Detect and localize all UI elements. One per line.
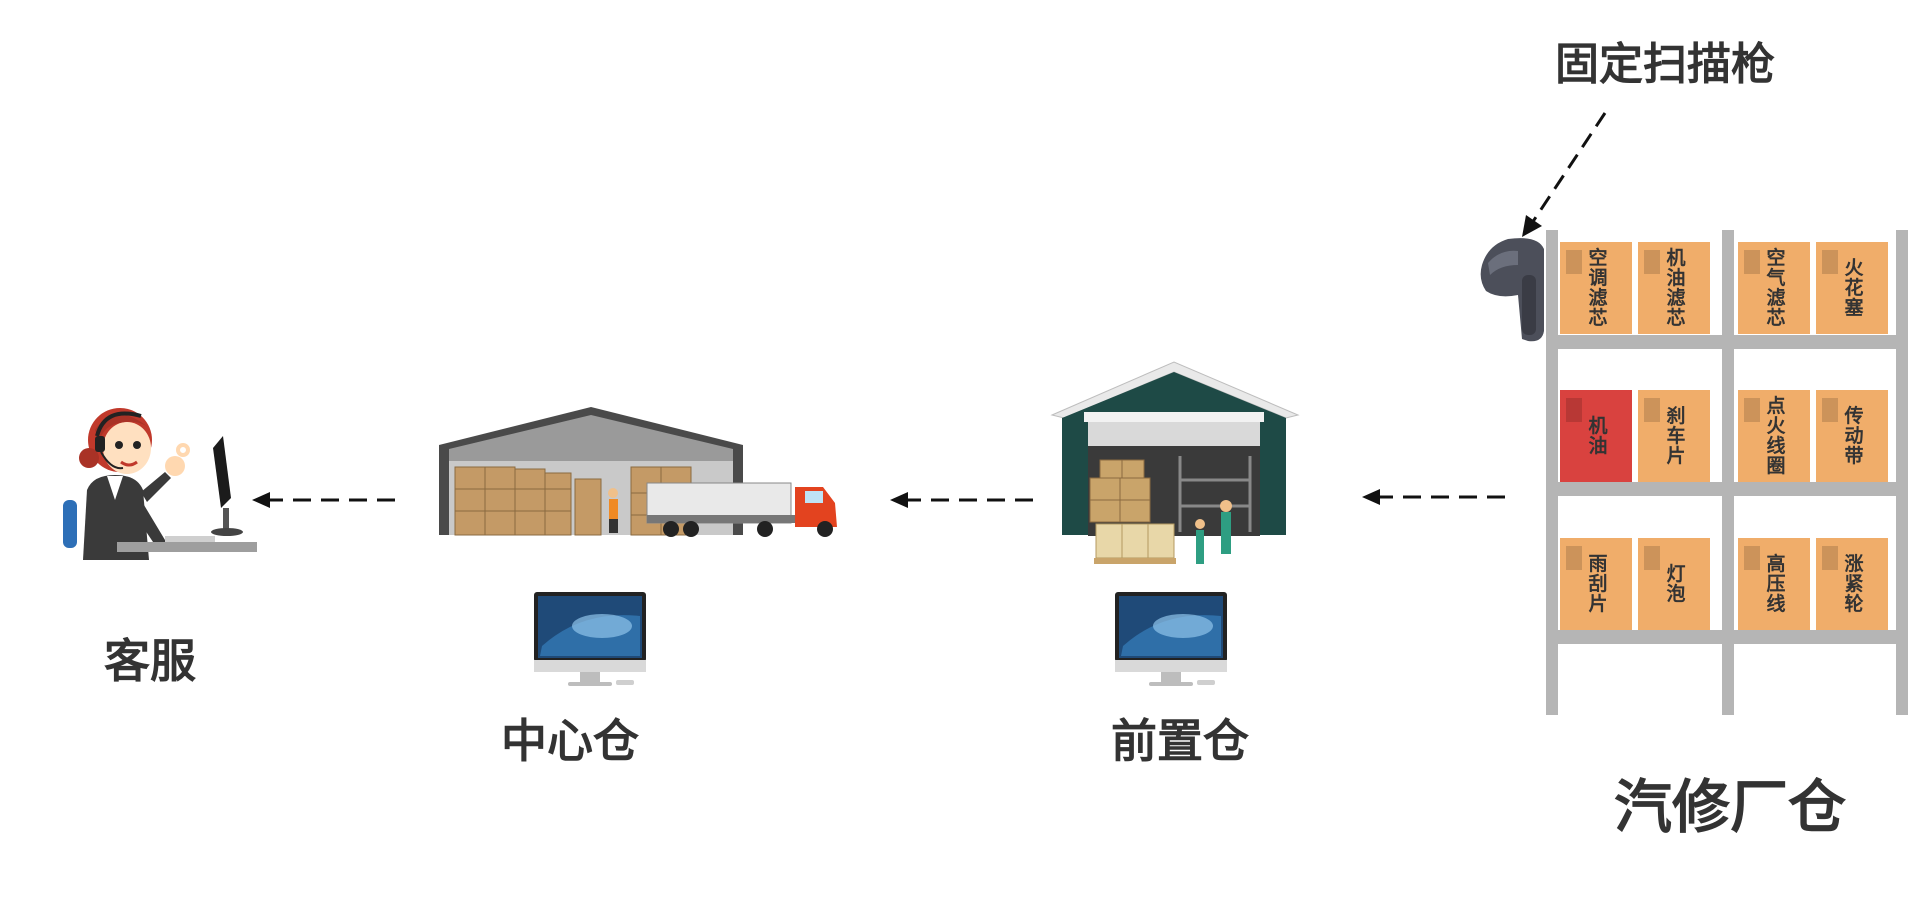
shelf-box: 点火线圈 — [1738, 390, 1810, 482]
shelf-box: 机油滤芯 — [1638, 242, 1710, 334]
customer-service-label: 客服 — [104, 634, 196, 688]
shelf-box: 传动带 — [1816, 390, 1888, 482]
shelf-box-label: 空气滤芯 — [1765, 246, 1785, 329]
front-warehouse-illustration — [1050, 361, 1300, 564]
shelf-box: 高压线 — [1738, 538, 1810, 630]
computer-icon — [1115, 592, 1227, 686]
repair-shop-warehouse-label: 汽修厂仓 — [1613, 773, 1846, 841]
scanner-label: 固定扫描枪 — [1555, 39, 1775, 90]
central-warehouse-illustration — [439, 407, 837, 537]
arrow-front-to-center — [890, 492, 1033, 508]
shelf-box: 刹车片 — [1638, 390, 1710, 482]
central-warehouse-label: 中心仓 — [501, 714, 639, 768]
computer-icon — [534, 592, 646, 686]
shelf-box-label: 火花塞 — [1844, 257, 1864, 319]
customer-service-illustration — [63, 408, 257, 560]
shelf-box: 机油 — [1560, 390, 1632, 482]
shelf-box-label: 涨紧轮 — [1844, 553, 1863, 615]
shelf-box-label: 机油滤芯 — [1666, 247, 1685, 329]
shelf-box: 空调滤芯 — [1560, 242, 1632, 334]
barcode-scanner-icon — [1480, 238, 1544, 342]
shelf-box-label: 高压线 — [1766, 552, 1785, 615]
shelf-box-label: 空调滤芯 — [1588, 246, 1607, 329]
arrow-scanner-label-to-scanner — [1522, 112, 1607, 237]
shelf-box: 空气滤芯 — [1738, 242, 1810, 334]
shelf-box-label: 传动带 — [1843, 404, 1863, 467]
arrow-repair-to-front — [1362, 489, 1505, 505]
shelf-box-label: 雨刮片 — [1588, 553, 1607, 615]
shelf-box-label: 机油 — [1588, 415, 1607, 457]
shelf-box: 涨紧轮 — [1816, 538, 1888, 630]
shelf-box: 雨刮片 — [1560, 538, 1632, 630]
shelf-box-label: 刹车片 — [1666, 405, 1685, 467]
shelf-box-label: 点火线圈 — [1766, 395, 1786, 477]
shelf-box: 灯泡 — [1638, 538, 1710, 630]
arrow-center-to-service — [252, 492, 395, 508]
shelf-box-label: 灯泡 — [1666, 563, 1685, 605]
shelf-box: 火花塞 — [1816, 242, 1888, 334]
front-warehouse-label: 前置仓 — [1111, 714, 1249, 768]
